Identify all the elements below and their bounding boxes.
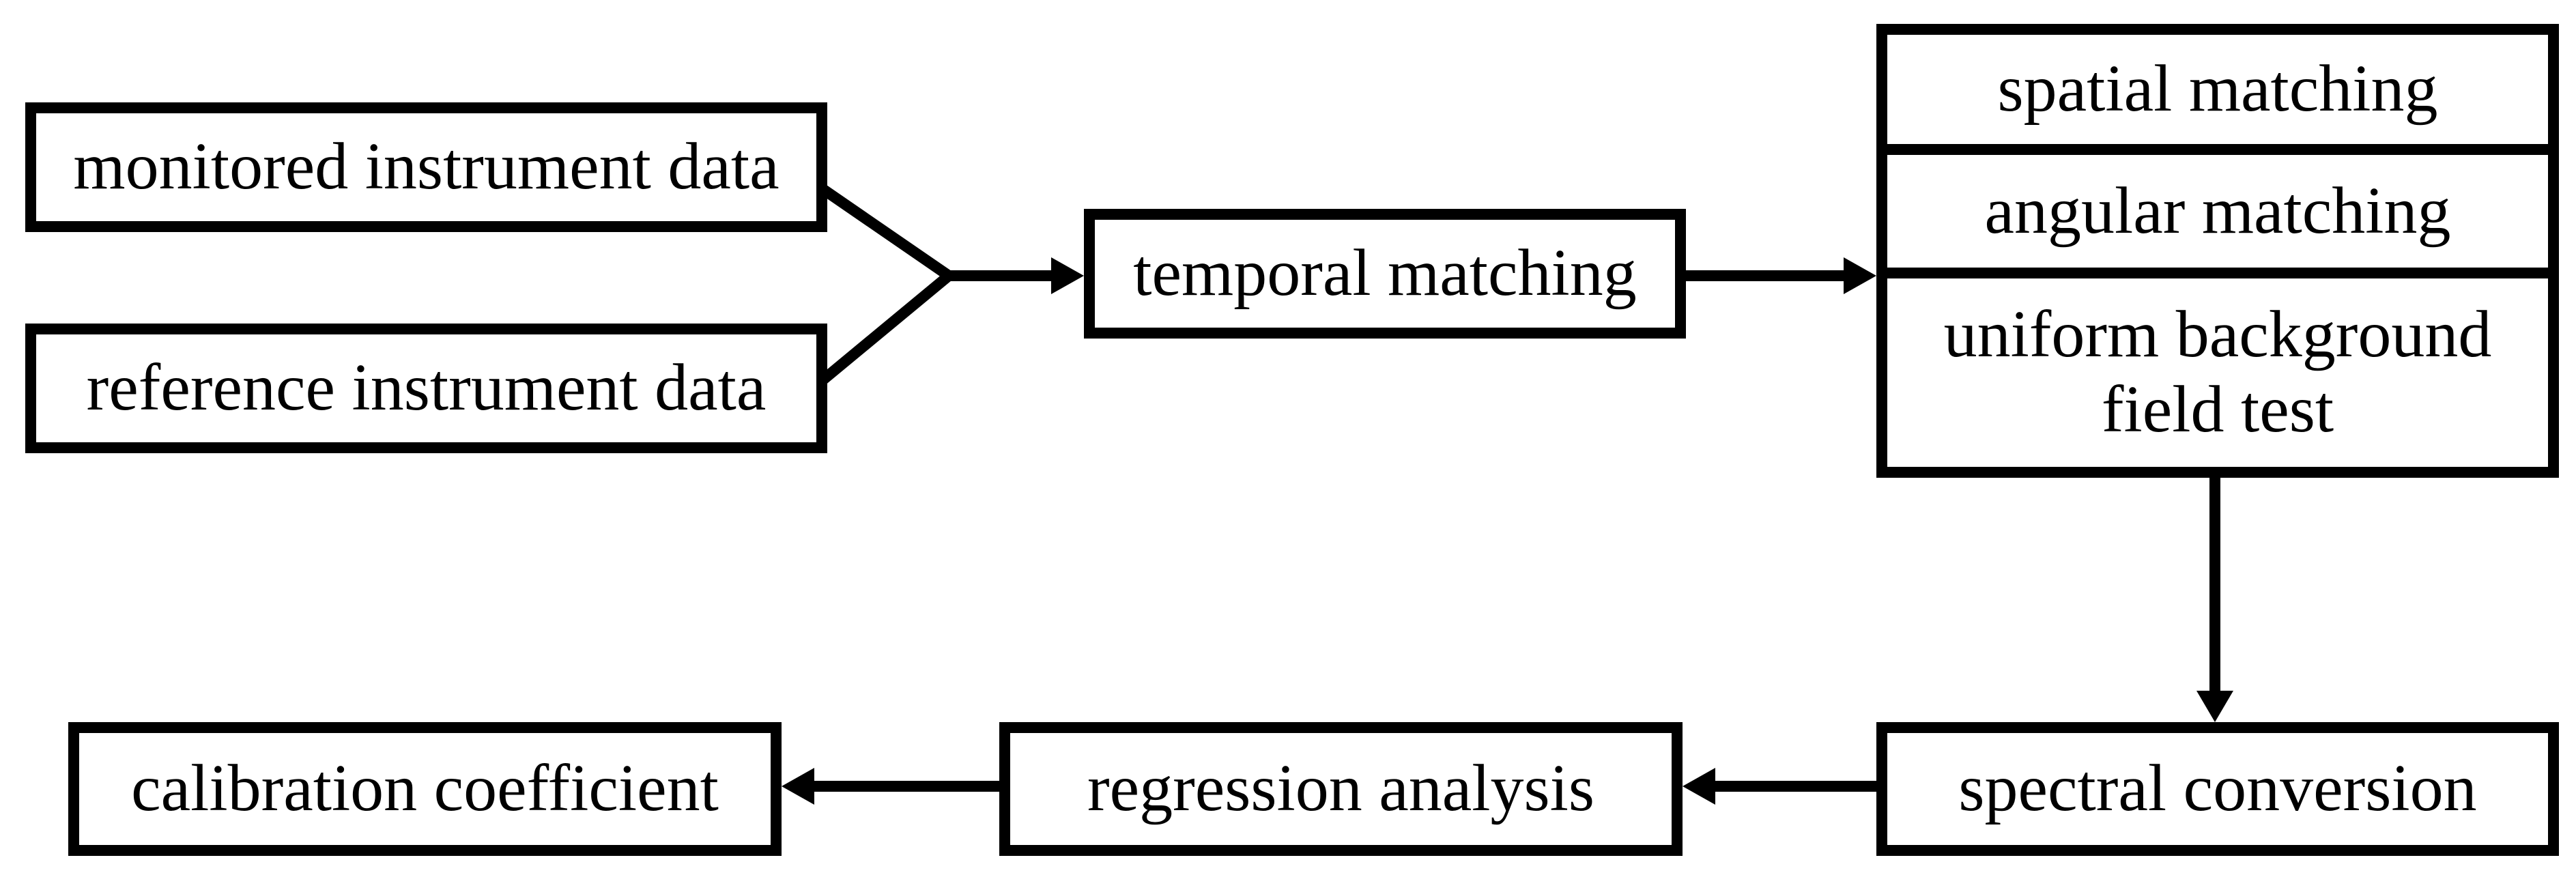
edge-regression-to-calibration-arrowhead xyxy=(782,768,814,805)
node-angular-matching-label: angular matching xyxy=(1984,173,2451,248)
edge-reference-to-junction-line xyxy=(818,271,953,386)
node-spatial-matching-label: spatial matching xyxy=(1997,52,2438,126)
node-regression-analysis: regression analysis xyxy=(999,722,1683,856)
edge-monitored-to-junction-line xyxy=(818,184,952,281)
node-calibration-coefficient: calibration coefficient xyxy=(68,722,782,856)
edge-stack-to-spectral-arrowhead xyxy=(2196,691,2233,722)
node-matching-tests-stack: spatial matching angular matching unifor… xyxy=(1876,24,2559,478)
node-regression-analysis-label: regression analysis xyxy=(1087,751,1594,826)
node-spectral-conversion: spectral conversion xyxy=(1876,722,2559,856)
edge-spectral-to-regression-arrowhead xyxy=(1683,768,1715,805)
node-temporal-matching: temporal matching xyxy=(1084,209,1686,339)
node-uniform-background-field-test-label: uniform background field test xyxy=(1943,298,2492,446)
node-reference-instrument-data: reference instrument data xyxy=(25,324,827,453)
edge-junction-to-temporal-arrowhead xyxy=(1051,257,1084,294)
stack-divider-1 xyxy=(1887,144,2548,155)
node-temporal-matching-label: temporal matching xyxy=(1133,236,1637,311)
node-monitored-instrument-data-label: monitored instrument data xyxy=(73,130,779,204)
node-spectral-conversion-label: spectral conversion xyxy=(1958,751,2477,826)
node-monitored-instrument-data: monitored instrument data xyxy=(25,102,827,232)
node-calibration-coefficient-label: calibration coefficient xyxy=(131,751,719,826)
node-spatial-matching: spatial matching xyxy=(1887,35,2548,144)
stack-divider-2 xyxy=(1887,268,2548,278)
node-angular-matching: angular matching xyxy=(1887,155,2548,268)
edge-temporal-to-stack-arrowhead xyxy=(1844,257,1876,294)
node-uniform-background-field-test: uniform background field test xyxy=(1887,278,2548,467)
node-reference-instrument-data-label: reference instrument data xyxy=(86,351,767,425)
